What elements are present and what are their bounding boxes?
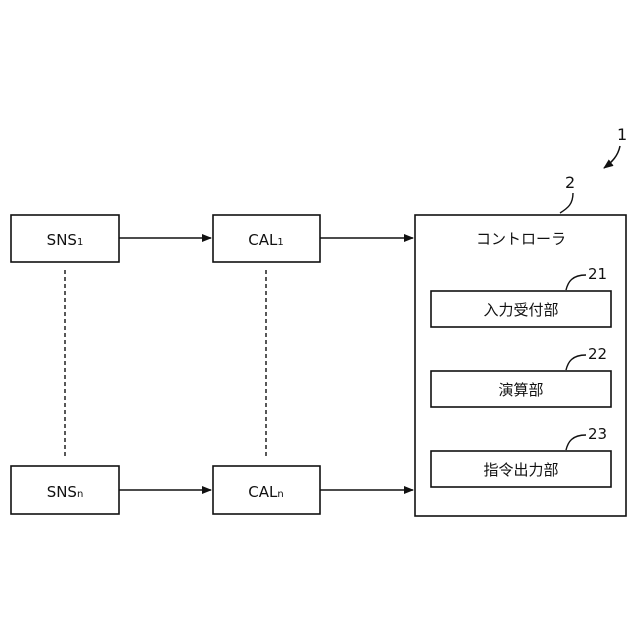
sensor-block-n: SNSn: [11, 466, 119, 514]
input-reception-label: 入力受付部: [483, 301, 558, 319]
sensor-block-1: SNS1: [11, 215, 119, 262]
system-reference: 1: [604, 125, 627, 168]
calculator-block-n: CALn: [213, 466, 320, 514]
calculation-label: 演算部: [498, 381, 543, 399]
controller-title: コントローラ: [476, 230, 566, 248]
command-output-label: 指令出力部: [483, 461, 558, 479]
system-ref-number: 1: [617, 125, 627, 144]
controller-ref-number: 2: [565, 173, 575, 192]
system-ref-arrow: [604, 146, 620, 168]
calculator-block-1: CAL1: [213, 215, 320, 262]
calculation-ref: 22: [588, 345, 607, 363]
input-reception-ref: 21: [588, 265, 607, 283]
command-output-ref: 23: [588, 425, 607, 443]
controller-leader-line: [560, 193, 573, 213]
